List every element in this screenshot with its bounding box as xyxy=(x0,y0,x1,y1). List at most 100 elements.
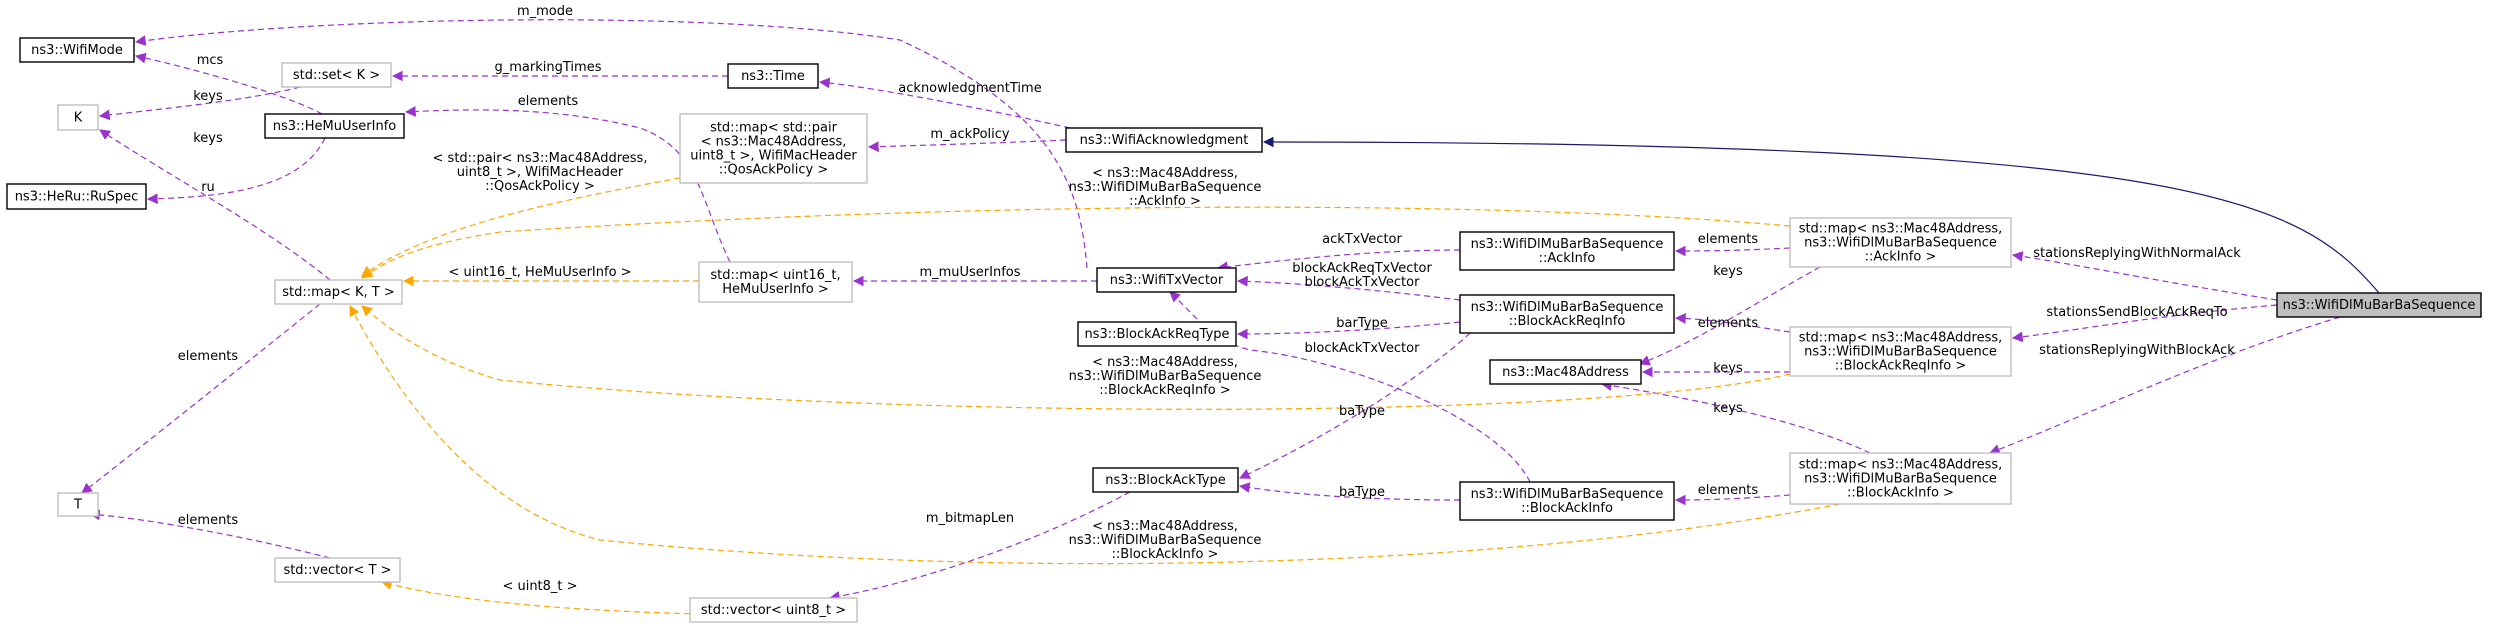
e-batxvector-edge xyxy=(1169,291,1531,483)
class-node-T: T xyxy=(57,492,99,517)
class-node-label: ns3::WifiDlMuBarBaSequence xyxy=(1804,472,1997,487)
edge-label-keys-map-0: keys xyxy=(193,131,223,146)
class-node-box xyxy=(2276,292,2482,318)
class-node-vectorUint8: std::vector< uint8_t > xyxy=(689,597,858,623)
class-node-main[interactable]: ns3::WifiDlMuBarBaSequence xyxy=(2276,292,2482,318)
class-node-blockackreqinfo[interactable]: ns3::WifiDlMuBarBaSequence::BlockAckReqI… xyxy=(1459,294,1675,334)
edge-label-mmuuser-0: m_muUserInfos xyxy=(919,265,1020,280)
e-keys-ack-edge xyxy=(1638,266,1821,366)
class-node-box xyxy=(274,279,403,305)
e-el-bainfo-edge xyxy=(1674,494,1791,506)
class-node-box xyxy=(1077,321,1237,347)
class-node-box xyxy=(1459,294,1675,334)
class-node-K: K xyxy=(57,104,99,131)
class-node-box xyxy=(1459,481,1675,521)
class-node-label: ns3::WifiDlMuBarBaSequence xyxy=(1471,237,1664,252)
edge-label-mcs-0: mcs xyxy=(197,53,224,68)
class-node-ackinfo[interactable]: ns3::WifiDlMuBarBaSequence::AckInfo xyxy=(1459,231,1675,271)
edge-label-bitmaplen-0: m_bitmapLen xyxy=(926,511,1014,526)
class-node-ruspec[interactable]: ns3::HeRu::RuSpec xyxy=(6,183,147,210)
class-node-hemuuserinfo[interactable]: ns3::HeMuUserInfo xyxy=(264,113,405,139)
class-node-box xyxy=(679,113,868,184)
class-node-label: ns3::WifiTxVector xyxy=(1110,273,1224,288)
e-ackpolicy-edge xyxy=(867,139,1067,153)
e-inherit-edge xyxy=(1262,136,2380,294)
edge-label-elements-hemu-0: elements xyxy=(518,94,579,109)
class-node-label: std::map< ns3::Mac48Address, xyxy=(1799,222,2003,237)
e-tmpl-bainfo-edge xyxy=(349,305,1841,565)
class-node-wifitxvector[interactable]: ns3::WifiTxVector xyxy=(1096,267,1237,293)
edge-label-elements-vec-0: elements xyxy=(178,513,239,528)
e-mcs-edge xyxy=(134,52,323,115)
class-node-time[interactable]: ns3::Time xyxy=(727,63,819,89)
class-node-label: ::BlockAckInfo xyxy=(1521,501,1613,516)
e-keys-ba-edge xyxy=(1600,380,1871,454)
class-node-box xyxy=(1092,467,1239,493)
e-stations-send-edge xyxy=(2011,304,2278,343)
edge-label-tmpl-barinfo-1: ns3::WifiDlMuBarBaSequence xyxy=(1069,369,1262,384)
class-node-label: ::BlockAckReqInfo xyxy=(1509,314,1626,329)
class-node-blockackreqtype[interactable]: ns3::BlockAckReqType xyxy=(1077,321,1237,347)
class-node-box xyxy=(689,597,858,623)
class-node-mapBarInfo: std::map< ns3::Mac48Address,ns3::WifiDlM… xyxy=(1789,326,2012,377)
class-node-label: std::map< ns3::Mac48Address, xyxy=(1799,331,2003,346)
edge-label-el-ackinfo-0: elements xyxy=(1698,232,1759,247)
class-node-blockackinfo[interactable]: ns3::WifiDlMuBarBaSequence::BlockAckInfo xyxy=(1459,481,1675,521)
e-tmpl-u8-edge xyxy=(380,579,701,615)
class-node-mapKT: std::map< K, T > xyxy=(274,279,403,305)
edge-label-tmpl-ackinfo-2: ::AckInfo > xyxy=(1129,194,1201,209)
e-elements-hemu-edge xyxy=(404,106,731,263)
e-el-ackinfo-edge xyxy=(1674,245,1791,257)
e-acktime-edge xyxy=(818,77,1071,129)
class-node-box xyxy=(281,62,392,88)
edge-label-tmpl-bainfo-2: ::BlockAckInfo > xyxy=(1112,547,1219,562)
edge-label-elements-T-0: elements xyxy=(178,349,239,364)
class-node-wifiack[interactable]: ns3::WifiAcknowledgment xyxy=(1065,127,1263,153)
class-node-label: std::map< std::pair xyxy=(710,121,838,136)
class-node-box xyxy=(727,63,819,89)
edge-label-tmpl-bainfo-1: ns3::WifiDlMuBarBaSequence xyxy=(1069,533,1262,548)
class-node-label: uint8_t >, WifiMacHeader xyxy=(690,149,857,164)
class-node-box xyxy=(1789,217,2012,268)
class-node-label: ::AckInfo xyxy=(1539,251,1596,266)
class-node-label: ns3::WifiDlMuBarBaSequence xyxy=(1471,487,1664,502)
edge-label-el-bainfo-0: elements xyxy=(1698,483,1759,498)
class-node-box xyxy=(698,261,853,303)
class-node-label: ns3::BlockAckReqType xyxy=(1084,327,1229,342)
edge-label-ackpolicy-0: m_ackPolicy xyxy=(930,127,1010,142)
edge-label-barreqtx-0: blockAckReqTxVector xyxy=(1292,261,1432,276)
class-node-box xyxy=(264,113,405,139)
class-node-label: ::BlockAckReqInfo > xyxy=(1835,359,1967,374)
edge-label-tmpl-barinfo-0: < ns3::Mac48Address, xyxy=(1092,355,1238,370)
class-node-label: < ns3::Mac48Address, xyxy=(701,135,847,150)
class-node-box xyxy=(6,183,147,210)
class-node-mac48[interactable]: ns3::Mac48Address xyxy=(1489,359,1642,385)
class-node-box xyxy=(57,104,99,131)
edge-label-tmpl-pair-1: uint8_t >, WifiMacHeader xyxy=(457,165,624,180)
class-node-box xyxy=(19,37,135,63)
edge-label-bartype-0: barType xyxy=(1336,316,1387,331)
class-node-box xyxy=(1096,267,1237,293)
class-node-label: K xyxy=(74,111,83,126)
class-node-label: std::map< uint16_t, xyxy=(710,268,840,283)
edge-label-batxvector-0: blockAckTxVector xyxy=(1305,341,1421,356)
class-node-label: ::BlockAckInfo > xyxy=(1847,486,1954,501)
class-node-blockacktype[interactable]: ns3::BlockAckType xyxy=(1092,467,1239,493)
class-node-wifimode[interactable]: ns3::WifiMode xyxy=(19,37,135,63)
e-elements-vec-edge xyxy=(88,509,331,559)
edge-label-keys-set-0: keys xyxy=(193,89,223,104)
class-node-box xyxy=(1459,231,1675,271)
class-node-label: std::vector< T > xyxy=(283,563,391,578)
e-el-barinfo-edge xyxy=(1674,313,1791,333)
class-node-label: ns3::WifiDlMuBarBaSequence xyxy=(1471,300,1664,315)
edge-label-tmpl-bainfo-0: < ns3::Mac48Address, xyxy=(1092,519,1238,534)
class-node-box xyxy=(1489,359,1642,385)
edge-label-tmpl-pair-2: ::QosAckPolicy > xyxy=(485,179,594,194)
e-stations-ba-edge xyxy=(1988,316,2341,455)
edge-label-batype2-0: baType xyxy=(1339,485,1385,500)
edge-label-keys-ba-0: keys xyxy=(1713,401,1743,416)
e-keys-set-edge xyxy=(98,86,301,121)
e-ru-edge xyxy=(146,137,326,205)
edge-label-tmpl-ackinfo-0: < ns3::Mac48Address, xyxy=(1092,166,1238,181)
